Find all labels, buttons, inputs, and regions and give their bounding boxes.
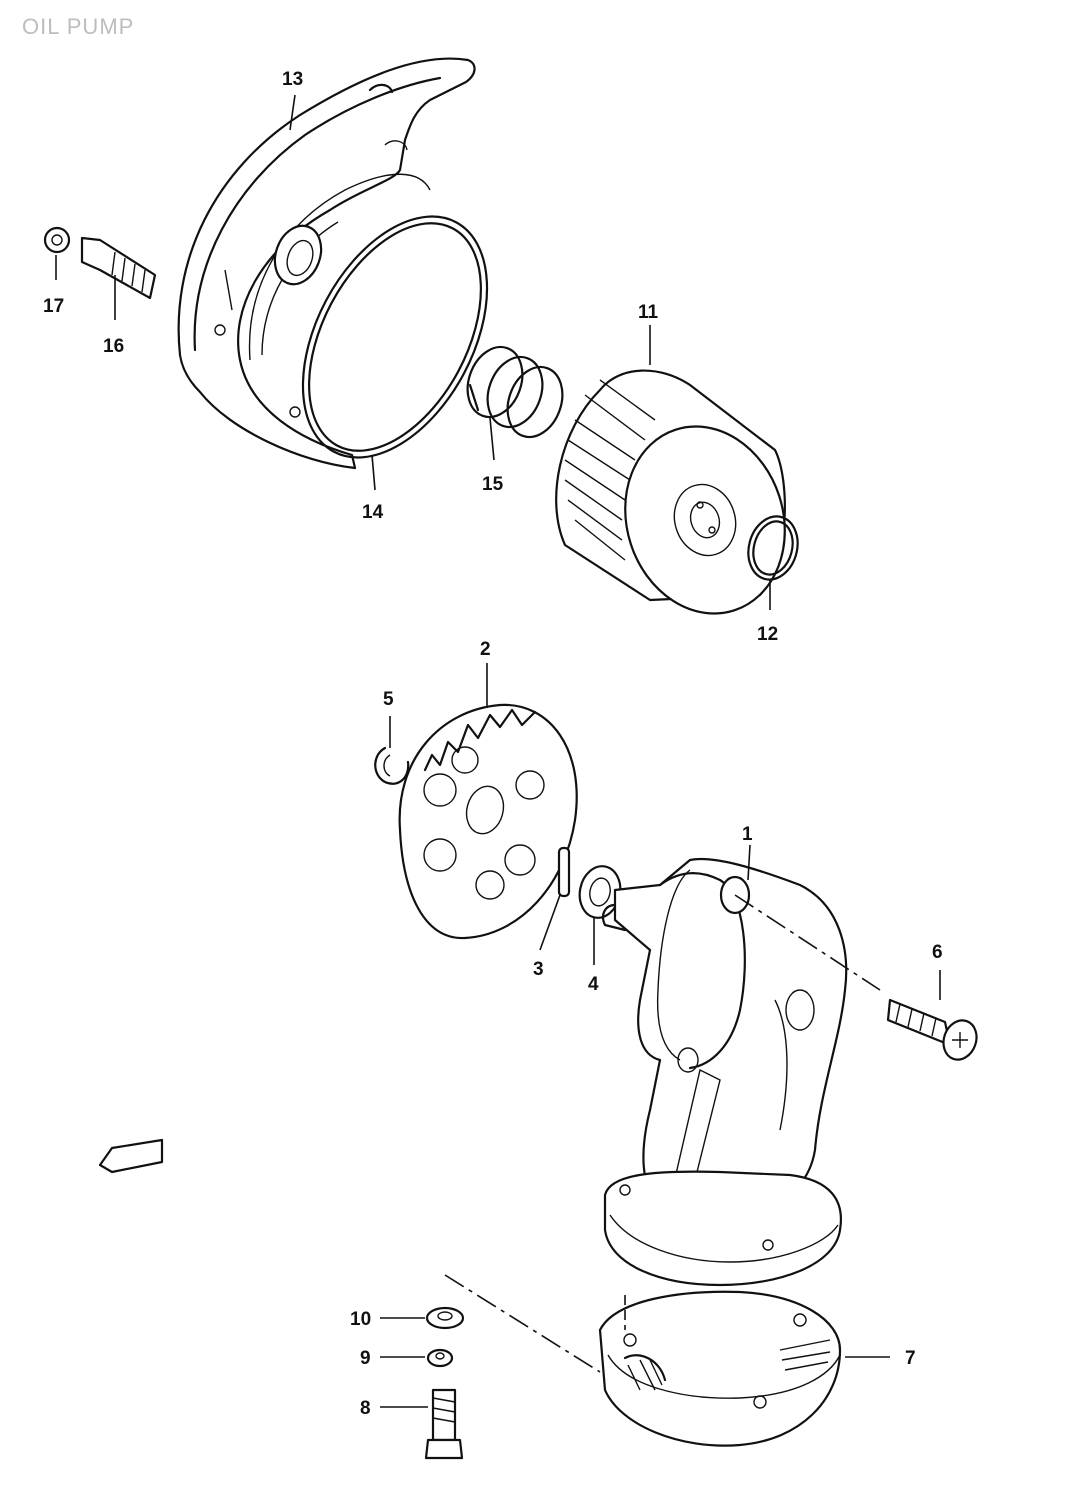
front-arrow-icon: F <box>98 1138 164 1174</box>
callout-3: 3 <box>533 959 544 980</box>
callout-2: 2 <box>480 639 491 660</box>
callout-5: 5 <box>383 689 394 710</box>
washer-10-drawing <box>425 1306 465 1330</box>
o-ring-12-drawing <box>747 515 799 581</box>
svg-text:F: F <box>122 1153 129 1165</box>
leader-lines <box>55 94 941 1408</box>
callout-13: 13 <box>282 69 303 90</box>
lock-washer-drawing <box>426 1348 454 1368</box>
pin-drawing <box>557 846 571 898</box>
strainer-bolt-drawing <box>424 1388 464 1460</box>
pump-mounting-screw-drawing <box>886 998 978 1061</box>
cap-o-ring-drawing <box>301 215 489 459</box>
callout-11: 11 <box>638 302 659 323</box>
callout-9: 9 <box>360 1348 371 1369</box>
circlip-drawing <box>374 746 410 785</box>
oil-pump-body-drawing <box>601 858 848 1287</box>
filter-spring-drawing <box>466 345 564 439</box>
callout-8: 8 <box>360 1398 371 1419</box>
callout-10: 10 <box>350 1309 371 1330</box>
cap-bolt-drawing <box>80 236 157 300</box>
callout-4: 4 <box>588 974 599 995</box>
callout-7: 7 <box>905 1348 916 1369</box>
oil-strainer-drawing <box>598 1290 842 1447</box>
cap-nut-drawing <box>43 226 71 254</box>
callout-15: 15 <box>482 474 504 495</box>
page-title: OIL PUMP <box>22 14 135 39</box>
callout-12: 12 <box>757 624 778 645</box>
pump-drive-gear-drawing <box>398 703 578 940</box>
callout-16: 16 <box>103 336 124 357</box>
callout-labels: 1 2 3 4 5 6 7 8 9 10 11 12 13 14 15 16 1… <box>43 69 943 1419</box>
oil-filter-drawing <box>555 369 786 615</box>
callout-17: 17 <box>43 296 64 317</box>
filter-cap-drawing <box>177 57 476 470</box>
callout-1: 1 <box>742 824 753 845</box>
callout-14: 14 <box>362 502 384 523</box>
callout-6: 6 <box>932 942 943 963</box>
